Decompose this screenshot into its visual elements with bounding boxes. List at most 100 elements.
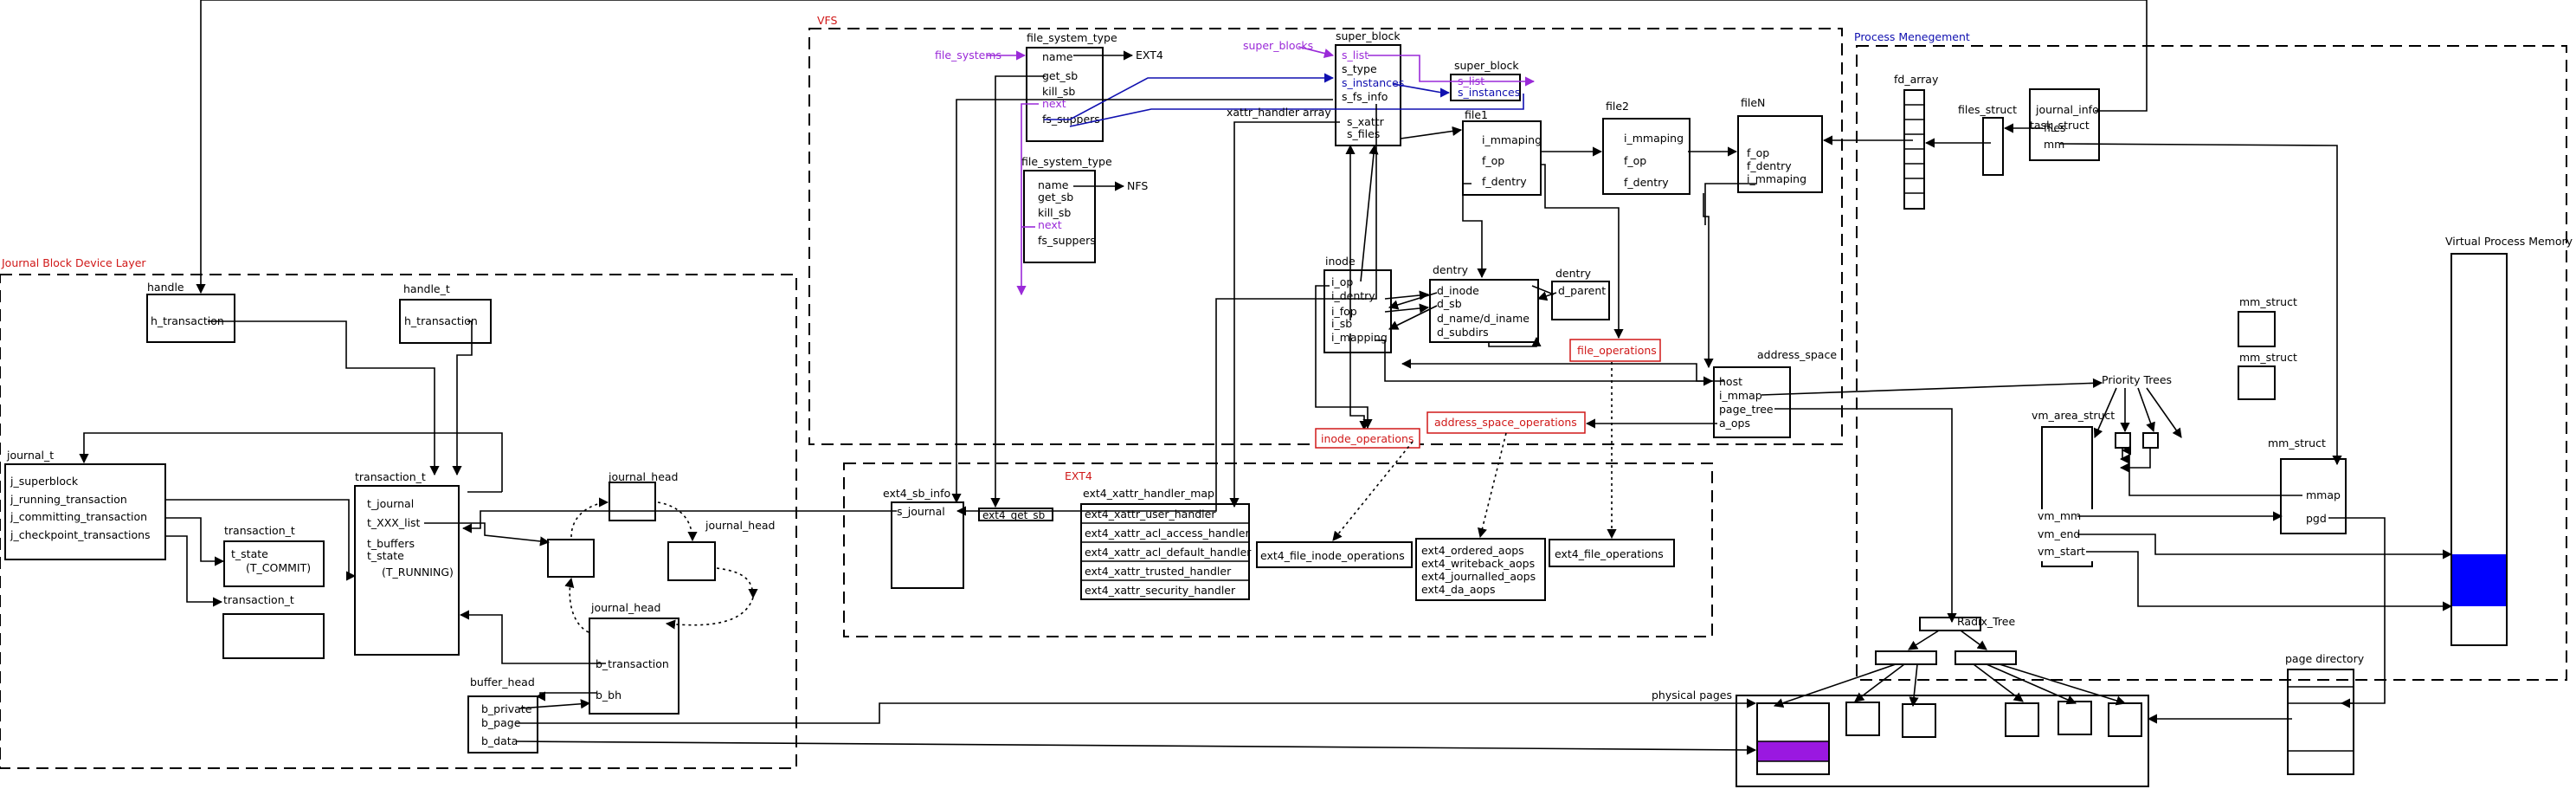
inode-title: inode <box>1325 255 1356 268</box>
fileN-f-op: f_op <box>1747 146 1769 159</box>
file2-box <box>1602 118 1690 195</box>
journal-t-j-checkpoint: j_checkpoint_transactions <box>10 528 151 541</box>
fst2-box <box>1023 170 1096 263</box>
nfs-label: NFS <box>1127 179 1148 192</box>
process-region-label: Process Menegement <box>1854 30 1970 43</box>
transaction-t2-commit: (T_COMMIT) <box>246 561 311 574</box>
ext4-handler-list <box>1080 503 1250 600</box>
ext4-inode-ops-box <box>1256 541 1413 568</box>
mm-struct-title: mm_struct <box>2268 437 2326 449</box>
priority-tree-nodes <box>2093 387 2182 473</box>
ext4-inode-ops-label: ext4_file_inode_operations <box>1260 549 1405 562</box>
fd-array-slots <box>1904 104 1924 194</box>
ext4-xattr-user-handler: ext4_xattr_user_handler <box>1085 508 1216 521</box>
ext4-region <box>843 462 1713 637</box>
inode-i-mapping: i_mapping <box>1331 331 1388 344</box>
address-space-i-mmap: i_mmap <box>1719 389 1762 402</box>
mm-struct-box <box>2280 458 2347 534</box>
dentry-d-subdirs: d_subdirs <box>1437 326 1489 339</box>
buffer-head-b-page: b_page <box>481 716 521 729</box>
files-struct-label: files_struct <box>1958 103 2017 116</box>
fst2-fs-suppers: fs_suppers <box>1038 234 1096 247</box>
vm-area-vm-mm-text: vm_mm <box>2038 509 2081 522</box>
xattr-array-label: xattr_handler array <box>1227 106 1331 119</box>
buffer-head-b-private: b_private <box>481 702 532 715</box>
sb1-box <box>1335 44 1401 146</box>
sb1-title: super_block <box>1336 29 1401 42</box>
vm-area-struct-box <box>2041 426 2093 567</box>
journal-head-a-title: journal_head <box>608 470 678 483</box>
ext4-get-sb-label: ext4_get_sb <box>982 509 1045 521</box>
virtual-memory-label: Virtual Process Memory <box>2445 235 2573 248</box>
inode-i-dentry: i_dentry <box>1331 289 1375 302</box>
address-space-host: host <box>1719 375 1742 388</box>
page-directory-label: page directory <box>2285 652 2365 665</box>
dentry-title: dentry <box>1433 263 1469 276</box>
fst2-next: next <box>1038 218 1062 231</box>
file1-f-dentry: f_dentry <box>1482 175 1527 188</box>
buffer-head-b-data: b_data <box>481 734 518 747</box>
transaction-t2-box <box>223 540 325 587</box>
transaction-t-buffers: t_buffers <box>367 537 415 550</box>
radix-tree-nodes <box>1773 617 2127 708</box>
ext4-file-ops-box <box>1549 539 1675 567</box>
address-space-title: address_space <box>1757 348 1837 361</box>
transaction-t-xxx-list: t_XXX_list <box>367 516 421 529</box>
task-struct-files: files <box>2044 121 2066 134</box>
fst2-name: name <box>1038 178 1069 191</box>
address-space-box <box>1713 366 1791 438</box>
fst1-name: name <box>1042 50 1073 63</box>
task-struct-box <box>2029 88 2100 161</box>
file2-i-mmaping: i_mmaping <box>1624 132 1684 145</box>
journal-t-j-committing: j_committing_transaction <box>10 510 147 523</box>
page-directory-box <box>2287 669 2354 775</box>
fd-array-label: fd_array <box>1894 73 1939 86</box>
ext4-da-aops: ext4_da_aops <box>1421 583 1496 596</box>
ext4-sb-info-title: ext4_sb_info <box>883 487 950 500</box>
address-space-ops-label: address_space_operations <box>1434 416 1577 429</box>
jbd-region-label: Journal Block Device Layer <box>1 256 146 269</box>
sb2-s-instances: s_instances <box>1458 86 1520 99</box>
inode-i-op: i_op <box>1331 275 1353 288</box>
physical-pages-box <box>1736 695 2149 787</box>
dentry-d-name: d_name/d_iname <box>1437 312 1530 325</box>
dentry2-d-parent: d_parent <box>1558 284 1606 297</box>
sb1-s-list: s_list <box>1342 49 1368 61</box>
inode-i-fop: i_fop <box>1331 305 1357 318</box>
journal-head-b-box <box>667 541 716 581</box>
transaction-t-title: transaction_t <box>355 470 426 483</box>
sb1-s-fs-info: s_fs_info <box>1342 90 1388 103</box>
mm-struct-b-box <box>2238 365 2276 400</box>
vfs-region <box>808 28 1843 445</box>
fst1-title: file_system_type <box>1027 31 1117 44</box>
vm-area-vm-end-text: vm_end <box>2038 527 2080 540</box>
fst1-kill-sb: kill_sb <box>1042 85 1075 98</box>
mm-struct-mmap: mmap <box>2306 488 2341 501</box>
physical-page-frames <box>1756 701 2142 775</box>
files-struct-box <box>1982 117 2004 176</box>
sb1-s-files: s_files <box>1347 127 1380 140</box>
ext4-xattr-security-handler: ext4_xattr_security_handler <box>1085 584 1236 597</box>
handle-box <box>146 294 235 343</box>
handle-t-box <box>399 299 492 344</box>
virtual-memory-bar <box>2450 253 2508 646</box>
journal-head-c-title: journal_head <box>590 601 660 614</box>
transaction-t2-state: t_state <box>231 547 268 560</box>
address-space-page-tree: page_tree <box>1719 403 1774 416</box>
ext4-ordered-aops: ext4_ordered_aops <box>1421 544 1524 557</box>
ext4-xattr-trusted-handler: ext4_xattr_trusted_handler <box>1085 565 1232 578</box>
sb1-s-instances: s_instances <box>1342 76 1404 89</box>
task-struct-mm: mm <box>2044 138 2064 151</box>
address-space-ops-box <box>1426 411 1586 434</box>
fst1-box <box>1026 47 1104 142</box>
journal-head-c-box <box>589 618 679 715</box>
ext4-journalled-aops: ext4_journalled_aops <box>1421 570 1536 583</box>
ext4-aops-box <box>1415 538 1546 601</box>
file2-title: file2 <box>1606 100 1629 113</box>
physical-pages-label: physical pages <box>1652 689 1732 702</box>
file2-f-op: f_op <box>1624 154 1646 167</box>
journal-t-title: journal_t <box>6 449 54 462</box>
file2-f-dentry: f_dentry <box>1624 176 1669 189</box>
fst1-get-sb: get_sb <box>1042 69 1078 82</box>
